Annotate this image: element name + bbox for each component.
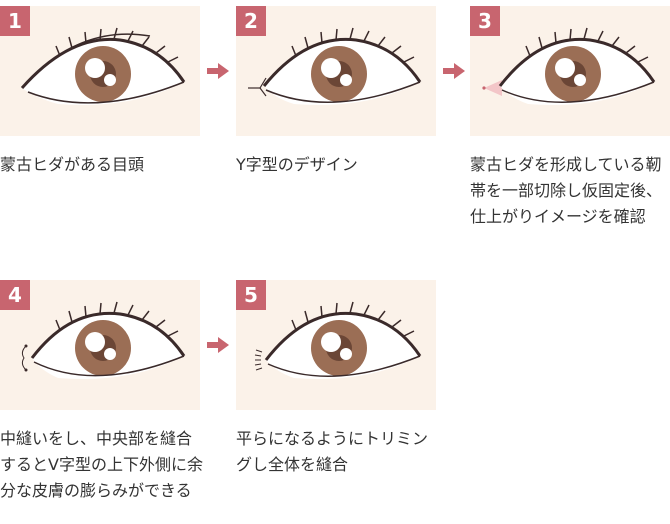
eye-icon xyxy=(248,27,422,106)
step-caption: 蒙古ヒダを形成している靭帯を一部切除し仮固定後、仕上がりイメージを確認 xyxy=(470,155,663,226)
step-4-illustration: 4 xyxy=(0,280,200,410)
eye-icon xyxy=(21,301,186,380)
step-5-illustration: 5 xyxy=(236,280,436,410)
step-number-badge: 1 xyxy=(0,6,30,36)
step-3-illustration: 3 xyxy=(470,6,670,136)
eye-icon xyxy=(20,27,186,106)
step-number-badge: 3 xyxy=(470,6,500,36)
step-number-badge: 2 xyxy=(236,6,266,36)
step-1-illustration: 1 xyxy=(0,6,200,136)
step-number-badge: 5 xyxy=(236,280,266,310)
step-2-illustration: 2 xyxy=(236,6,436,136)
arrow-right-icon xyxy=(443,63,465,79)
step-number-badge: 4 xyxy=(0,280,30,310)
arrow-right-icon xyxy=(207,63,229,79)
step-caption: 中縫いをし、中央部を縫合するとV字型の上下外側に余分な皮膚の膨らみができる xyxy=(0,429,203,500)
step-caption: 平らになるようにトリミングし全体を縫合 xyxy=(236,429,429,474)
step-caption: 蒙古ヒダがある目頭 xyxy=(0,155,145,174)
step-caption: Y字型のデザイン xyxy=(236,155,358,174)
eye-icon xyxy=(254,301,422,380)
eye-icon xyxy=(482,27,656,106)
arrow-right-icon xyxy=(207,337,229,353)
